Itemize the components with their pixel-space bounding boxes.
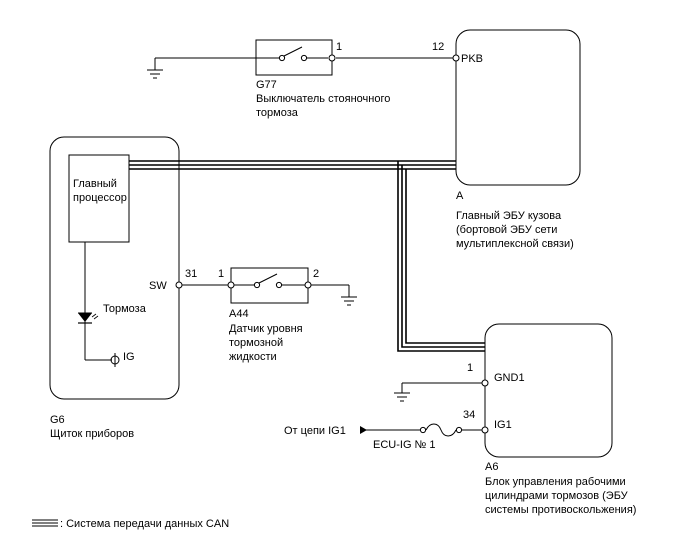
body-ecu-box	[455, 29, 581, 186]
gnd1-pin-number: 1	[467, 362, 473, 374]
g77-terminal-a	[278, 54, 286, 62]
ecu-name-1: Главный ЭБУ кузова	[456, 210, 562, 222]
a6-code: A6	[485, 461, 498, 473]
a6-name-2: цилиндрами тормозов (ЭБУ	[485, 490, 629, 502]
a44-name-1: Датчик уровня	[229, 323, 303, 335]
a6-pin-1	[481, 379, 489, 387]
meter-pin-31	[175, 281, 183, 289]
g77-pin-1	[328, 54, 336, 62]
fuse-terminal-a	[419, 426, 427, 434]
ecu-pin-12	[452, 54, 460, 62]
cpu-label-2: процессор	[73, 192, 127, 204]
ecu-name-2: (бортовой ЭБУ сети	[456, 224, 557, 236]
g77-terminal-b	[300, 54, 308, 62]
g77-name-1: Выключатель стояночного	[256, 93, 390, 105]
brake-actuator-box	[484, 323, 613, 458]
ecu-pin-label: PKB	[461, 53, 483, 65]
g77-name-2: тормоза	[256, 107, 299, 119]
ig1-pin-number: 34	[463, 409, 475, 421]
a44-name-2: тормозной	[229, 337, 283, 349]
a44-pin-b-label: 2	[313, 268, 319, 280]
fuse-terminal-b	[455, 426, 463, 434]
a44-pin-a-label: 1	[218, 268, 224, 280]
fuse-symbol	[425, 423, 457, 437]
from-ig1-label: От цепи IG1	[284, 425, 346, 437]
fuse-label: ECU-IG № 1	[373, 439, 436, 451]
a6-name-3: системы противоскольжения)	[485, 504, 636, 516]
sw-pin-number: 31	[185, 268, 197, 280]
arrow-right-icon	[360, 426, 367, 434]
a44-code: A44	[229, 308, 249, 320]
led-label: Тормоза	[103, 303, 147, 315]
a44-pin-2	[304, 281, 312, 289]
can-bus	[129, 160, 485, 352]
a44-terminal-a	[253, 281, 261, 289]
ig1-pin-label: IG1	[494, 419, 512, 431]
ecu-pin-number: 12	[432, 41, 444, 53]
g77-code: G77	[256, 79, 277, 91]
a6-name-1: Блок управления рабочими	[485, 476, 626, 488]
g77-switch-lever	[283, 46, 303, 57]
combination-meter-box	[49, 136, 180, 400]
a44-switch-lever	[258, 273, 278, 284]
cpu-label-1: Главный	[73, 178, 117, 190]
a44-pin-1	[227, 281, 235, 289]
meter-code: G6	[50, 414, 65, 426]
brake-led-icon	[78, 312, 99, 324]
meter-name: Щиток приборов	[50, 428, 134, 440]
a6-pin-34	[481, 426, 489, 434]
a44-terminal-b	[275, 281, 283, 289]
ig-label: IG	[123, 351, 135, 363]
ig-terminal-icon	[110, 353, 120, 367]
legend-can-label: : Система передачи данных CAN	[60, 518, 229, 530]
ecu-name-3: мультиплексной связи)	[456, 238, 574, 250]
ecu-connector: A	[456, 190, 464, 202]
sw-label: SW	[149, 280, 167, 292]
gnd1-pin-label: GND1	[494, 372, 525, 384]
g77-pin-label: 1	[336, 41, 342, 53]
main-cpu-box	[68, 154, 130, 243]
a44-name-3: жидкости	[229, 351, 277, 363]
